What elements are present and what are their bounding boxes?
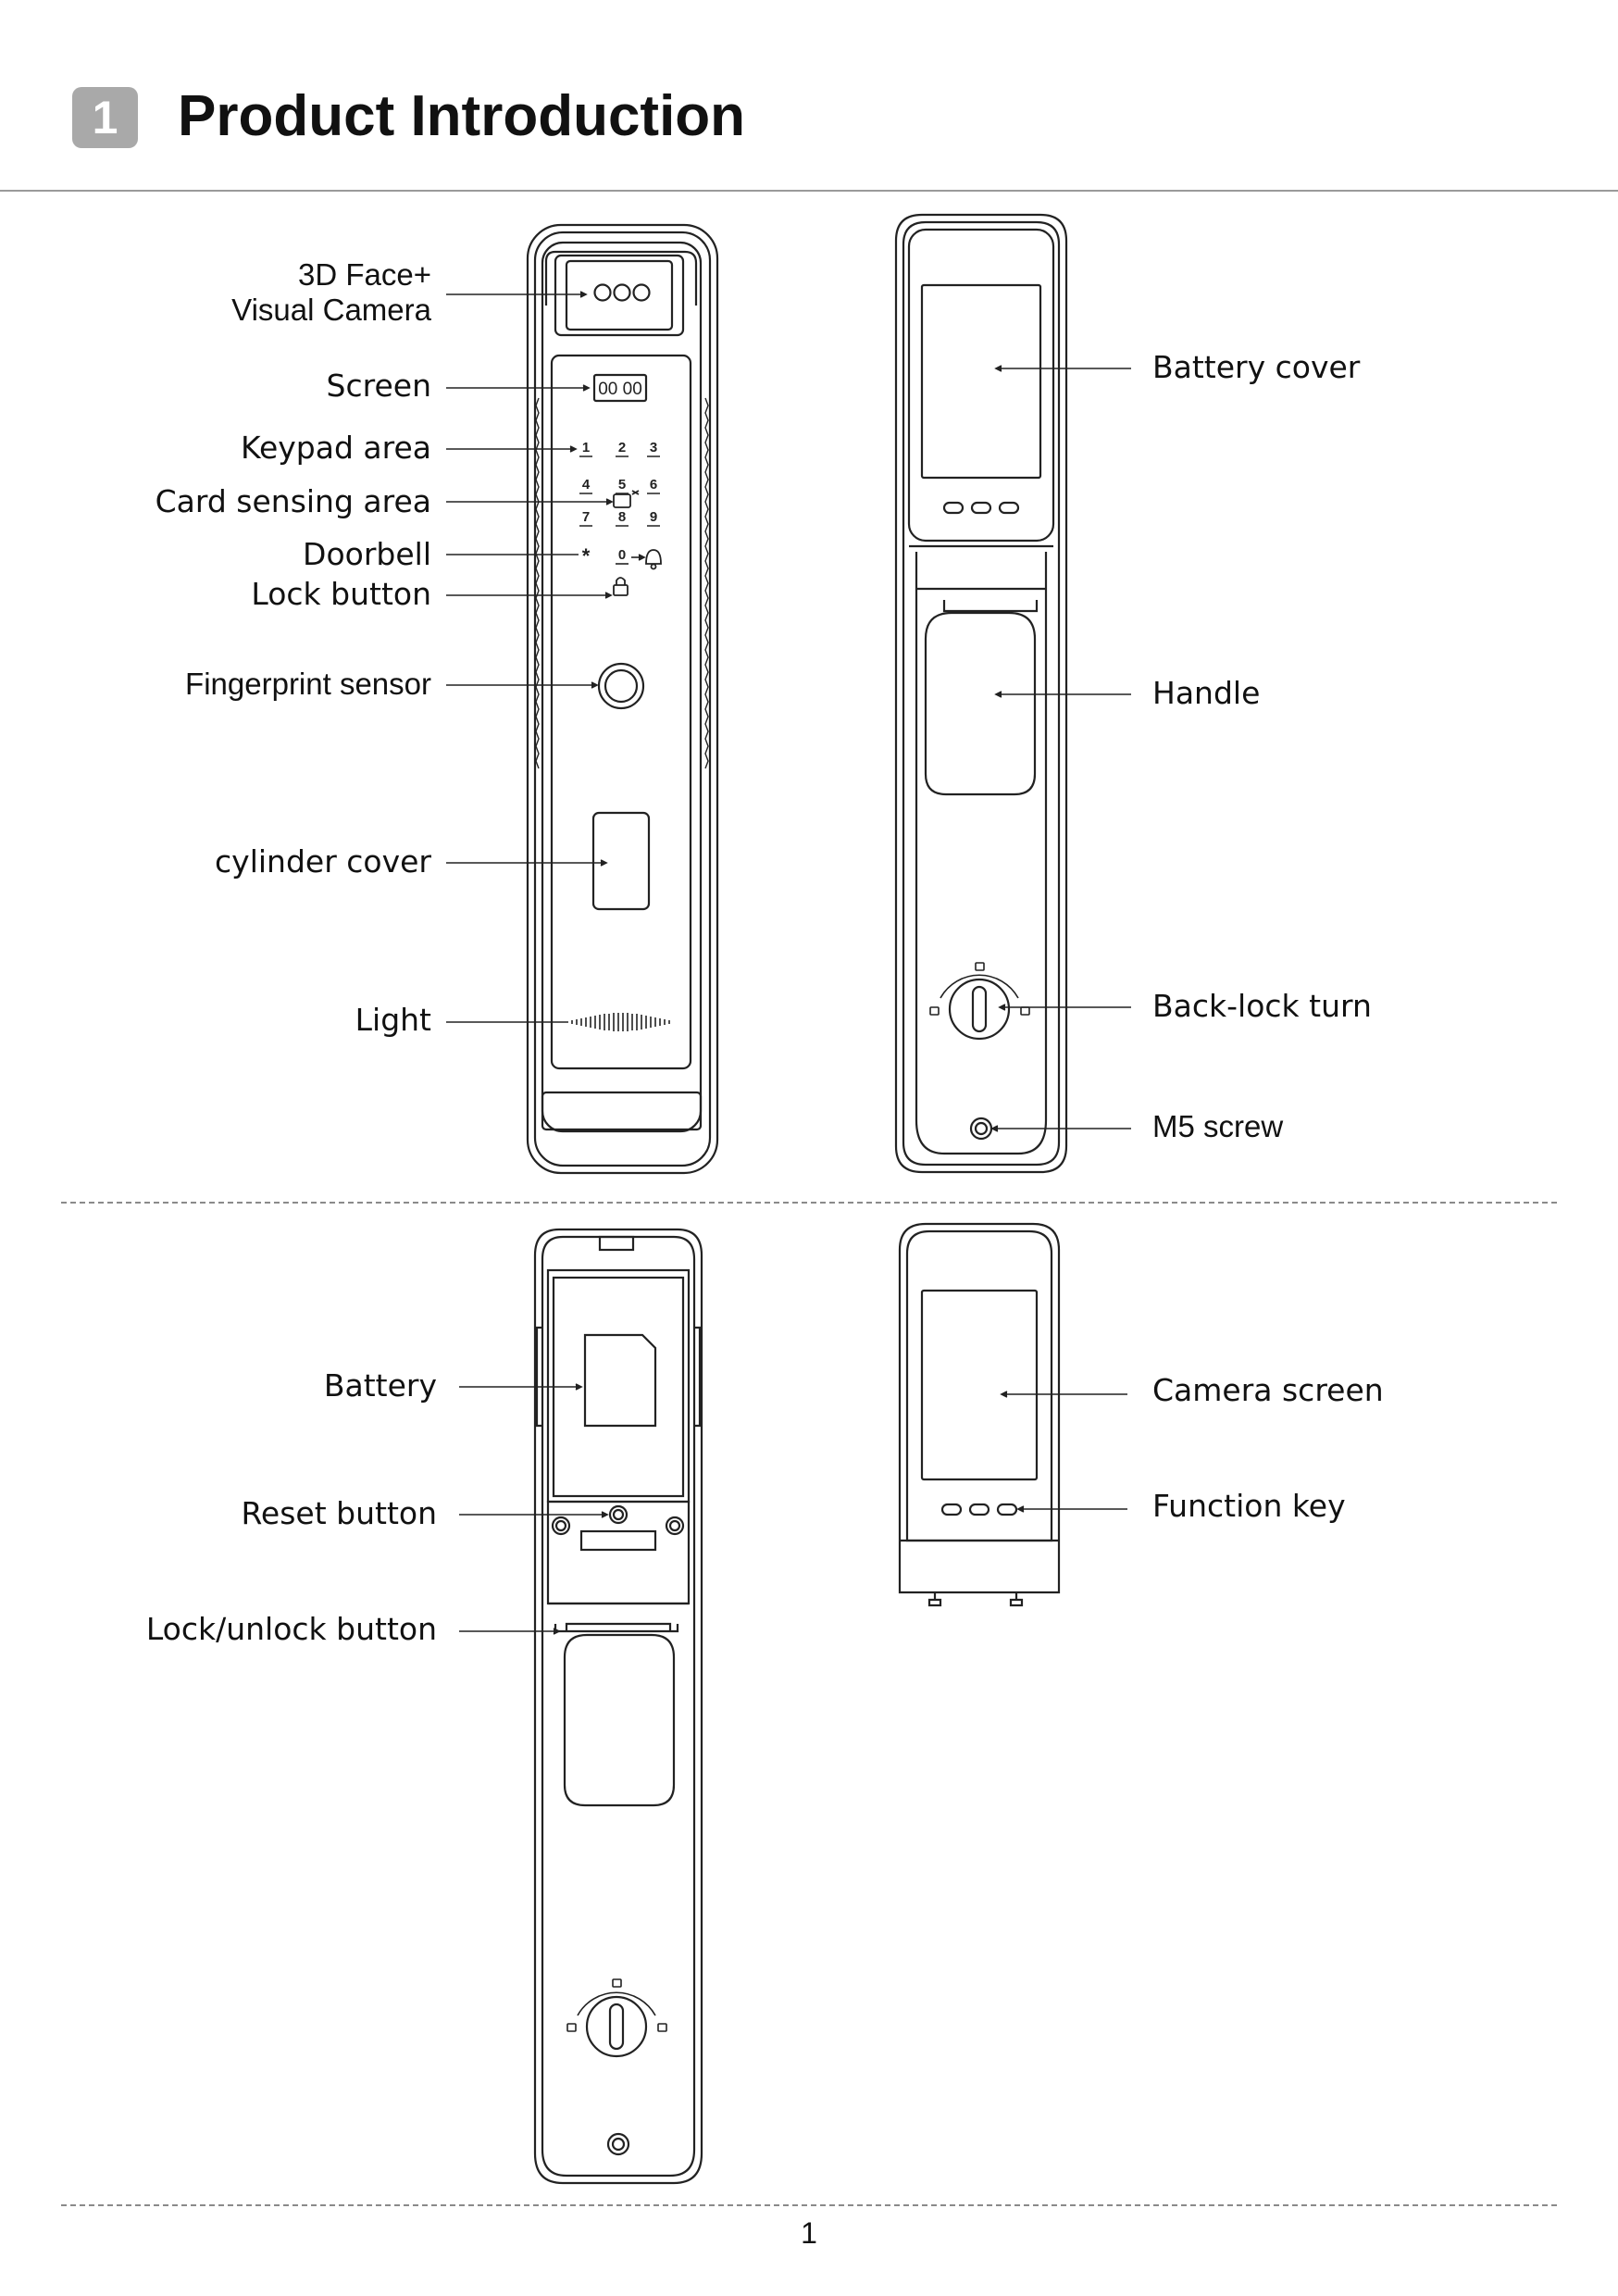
fingerprint-label: Fingerprint sensor <box>185 667 431 701</box>
key-3: 3 <box>650 440 657 455</box>
key-1: 1 <box>582 440 590 455</box>
bottom-dashed-divider <box>61 2204 1557 2206</box>
key-7: 7 <box>582 509 590 525</box>
fingerprint-sensor-icon <box>597 662 645 710</box>
back-lock-body <box>894 213 1068 1174</box>
screen-display: 00 00 <box>592 373 648 403</box>
middle-dashed-divider <box>61 1202 1557 1204</box>
key-9: 9 <box>650 509 657 525</box>
light-label: Light <box>355 1002 431 1038</box>
battery-label: Battery <box>323 1367 437 1404</box>
card-sensing-label: Card sensing area <box>155 483 431 519</box>
m5-screw-label: M5 screw <box>1152 1109 1284 1143</box>
lock-unlock-button-label: Lock/unlock button <box>145 1611 437 1647</box>
key-2: 2 <box>618 440 626 455</box>
cylinder-cover <box>591 811 651 911</box>
key-star: * <box>582 544 591 568</box>
camera-screen-label: Camera screen <box>1152 1372 1384 1408</box>
lock-button-icon <box>613 577 629 596</box>
key-underlines <box>579 455 660 565</box>
handle-label: Handle <box>1152 675 1261 711</box>
keypad: 1 2 3 4 5 6 7 8 9 * 0 <box>582 440 657 568</box>
camera-unit-body <box>898 1222 1061 1607</box>
doorbell-icon <box>645 549 662 570</box>
page-number: 1 <box>801 2216 817 2250</box>
back-lock-turn-label: Back-lock turn <box>1152 988 1372 1024</box>
reset-button-label: Reset button <box>241 1495 437 1531</box>
section-number-badge: 1 <box>72 87 138 148</box>
camera-label: 3D Face+ Visual Camera <box>231 257 431 328</box>
open-leader-lines <box>459 1383 609 1635</box>
keypad-label: Keypad area <box>240 430 431 466</box>
front-lock-body <box>526 223 719 1175</box>
light-strip-icon <box>571 1013 670 1031</box>
header-divider <box>0 190 1618 192</box>
key-5: 5 <box>618 477 626 493</box>
cylinder-cover-label: cylinder cover <box>215 843 431 880</box>
lock-button-label: Lock button <box>251 576 431 612</box>
card-sensing-icon <box>613 490 640 508</box>
open-lock-body <box>533 1228 703 2185</box>
camera-unit-leader-lines <box>1000 1391 1127 1513</box>
doorbell-label: Doorbell <box>303 536 431 572</box>
camera-icon <box>593 283 651 302</box>
function-key-label: Function key <box>1152 1488 1346 1524</box>
key-4: 4 <box>582 477 591 493</box>
key-6: 6 <box>650 477 657 493</box>
front-leader-lines <box>446 291 646 1023</box>
key-0: 0 <box>618 547 626 563</box>
camera-label-line2: Visual Camera <box>231 293 431 327</box>
page-title: Product Introduction <box>178 84 746 148</box>
battery-cover-label: Battery cover <box>1152 349 1361 385</box>
key-8: 8 <box>618 509 626 525</box>
screen-display-text: 00 00 <box>598 380 642 399</box>
camera-label-line1: 3D Face+ <box>298 257 431 292</box>
screen-label: Screen <box>326 368 431 404</box>
back-leader-lines <box>990 365 1131 1132</box>
